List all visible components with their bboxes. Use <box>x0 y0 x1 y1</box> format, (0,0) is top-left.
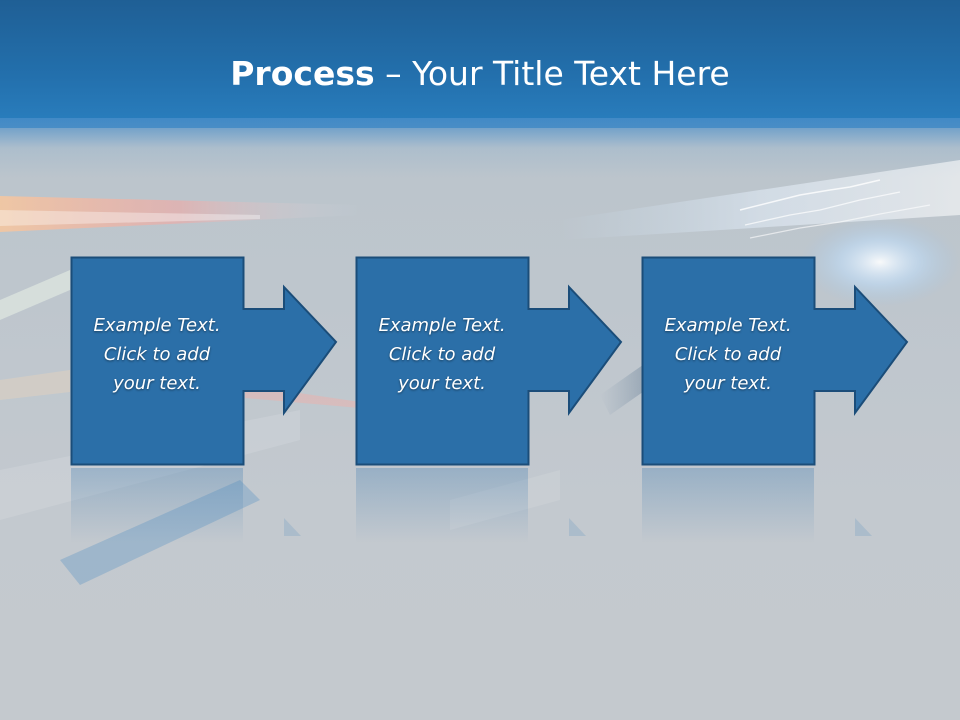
step-reflection <box>642 468 872 543</box>
step-text-line: your text. <box>684 373 772 394</box>
step-text[interactable]: Example Text. Click to add your text. <box>360 311 524 398</box>
step-arrow-shape <box>70 256 338 466</box>
step-arrow-shape <box>355 256 623 466</box>
process-step-1[interactable]: Example Text. Click to add your text. <box>70 256 338 466</box>
step-text-line: Example Text. <box>664 315 792 336</box>
step-text-line: Click to add <box>103 344 211 365</box>
step-reflection <box>356 468 586 543</box>
slide-title[interactable]: Process – Your Title Text Here <box>0 52 960 96</box>
step-text-line: Example Text. <box>93 315 221 336</box>
title-bold-part: Process <box>230 54 375 93</box>
title-rest-part: – Your Title Text Here <box>374 54 730 93</box>
step-text-line: Click to add <box>674 344 782 365</box>
step-text[interactable]: Example Text. Click to add your text. <box>646 311 810 398</box>
process-step-2[interactable]: Example Text. Click to add your text. <box>355 256 623 466</box>
step-text-line: your text. <box>113 373 201 394</box>
title-banner <box>0 0 960 128</box>
step-text-line: Click to add <box>388 344 496 365</box>
step-arrow-shape <box>641 256 909 466</box>
step-text-line: your text. <box>398 373 486 394</box>
process-step-3[interactable]: Example Text. Click to add your text. <box>641 256 909 466</box>
step-text-line: Example Text. <box>378 315 506 336</box>
step-text[interactable]: Example Text. Click to add your text. <box>75 311 239 398</box>
title-banner-fade <box>0 118 960 178</box>
step-reflection <box>71 468 301 543</box>
